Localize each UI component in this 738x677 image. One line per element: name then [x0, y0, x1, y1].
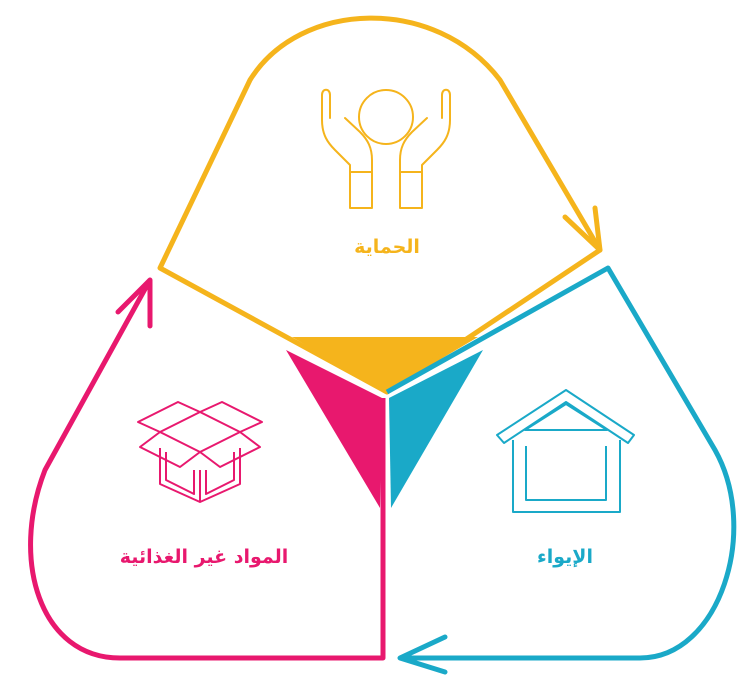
shelter-label: الإيواء — [537, 546, 593, 568]
center-triangle-shelter — [389, 350, 483, 508]
shelter-arrowhead — [397, 634, 448, 675]
open-box-icon — [137, 401, 263, 503]
protection-arrowhead — [562, 205, 603, 253]
center-triangle-non-food-items — [286, 350, 382, 508]
center-triangle-protection — [292, 337, 478, 392]
house-icon — [496, 389, 635, 513]
protection-label: الحماية — [354, 236, 420, 258]
non-food-items-label: المواد غير الغذائية — [119, 546, 289, 568]
shelter-loop — [385, 265, 737, 661]
non-food-items-arrowhead — [115, 277, 153, 329]
protection-loop — [157, 15, 603, 395]
hands-holding-circle-icon — [321, 88, 451, 209]
non-food-items-loop — [28, 278, 386, 661]
